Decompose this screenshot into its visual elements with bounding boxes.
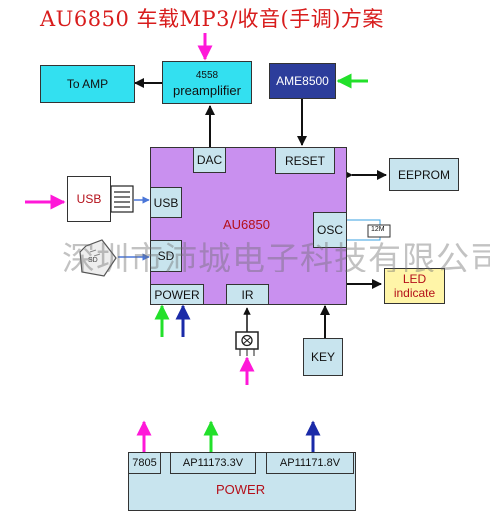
preamp-label: preamplifier <box>173 82 241 98</box>
ir-receiver-icon <box>235 331 259 356</box>
reg-1v8-block: AP11171.8V <box>266 452 354 474</box>
preamplifier-block: 4558 preamplifier <box>162 61 252 104</box>
reg-1v8-label: AP11171.8V <box>279 457 341 469</box>
preamp-number: 4558 <box>195 69 219 81</box>
to-amp-label: To AMP <box>66 77 109 91</box>
reset-label: RESET <box>284 153 325 168</box>
dac-label: DAC <box>196 153 223 167</box>
ir-block: IR <box>226 284 269 305</box>
sd-port-block: SD <box>150 240 182 272</box>
dac-block: DAC <box>193 147 226 173</box>
sd-card-icon-label: SD <box>88 257 98 264</box>
power-port-label: POWER <box>154 287 200 302</box>
to-amp-block: To AMP <box>40 65 135 103</box>
eeprom-block: EEPROM <box>389 158 459 191</box>
company-watermark: 深圳市沛城电子科技有限公司 <box>62 239 490 272</box>
usb-port-label: USB <box>153 195 179 210</box>
crystal-icon <box>367 224 391 238</box>
key-block: KEY <box>303 338 343 376</box>
reg-3v3-label: AP11173.3V <box>182 457 244 469</box>
usb-port-block: USB <box>150 187 182 218</box>
reg-7805-label: 7805 <box>132 457 157 469</box>
sd-port-label: SD <box>157 249 175 263</box>
usb-connector-icon <box>110 185 134 213</box>
reg-3v3-block: AP11173.3V <box>170 452 256 474</box>
led-indicate-label: LED indicate <box>393 272 436 300</box>
osc-label: OSC <box>316 223 343 237</box>
power-supply-label: POWER <box>216 482 266 497</box>
eeprom-label: EEPROM <box>397 167 450 182</box>
ame8500-block: AME8500 <box>269 63 336 99</box>
usb-external-label: USB <box>76 192 102 206</box>
osc-crystal-link <box>346 219 381 226</box>
crystal-label: 12M <box>371 226 385 233</box>
ir-label: IR <box>241 287 254 302</box>
chip-label: AU6850 <box>223 217 270 232</box>
usb-external-block: USB <box>67 176 111 222</box>
osc-block: OSC <box>313 212 347 248</box>
led-indicate-block: LED indicate <box>384 268 445 304</box>
ame8500-label: AME8500 <box>276 74 329 88</box>
power-port-block: POWER <box>150 284 204 305</box>
diagram-title: AU6850 车载MP3/收音(手调)方案 <box>40 7 384 31</box>
reset-block: RESET <box>275 147 335 174</box>
reg-7805-block: 7805 <box>128 452 161 474</box>
key-label: KEY <box>310 350 335 364</box>
sd-card-icon <box>79 239 117 277</box>
